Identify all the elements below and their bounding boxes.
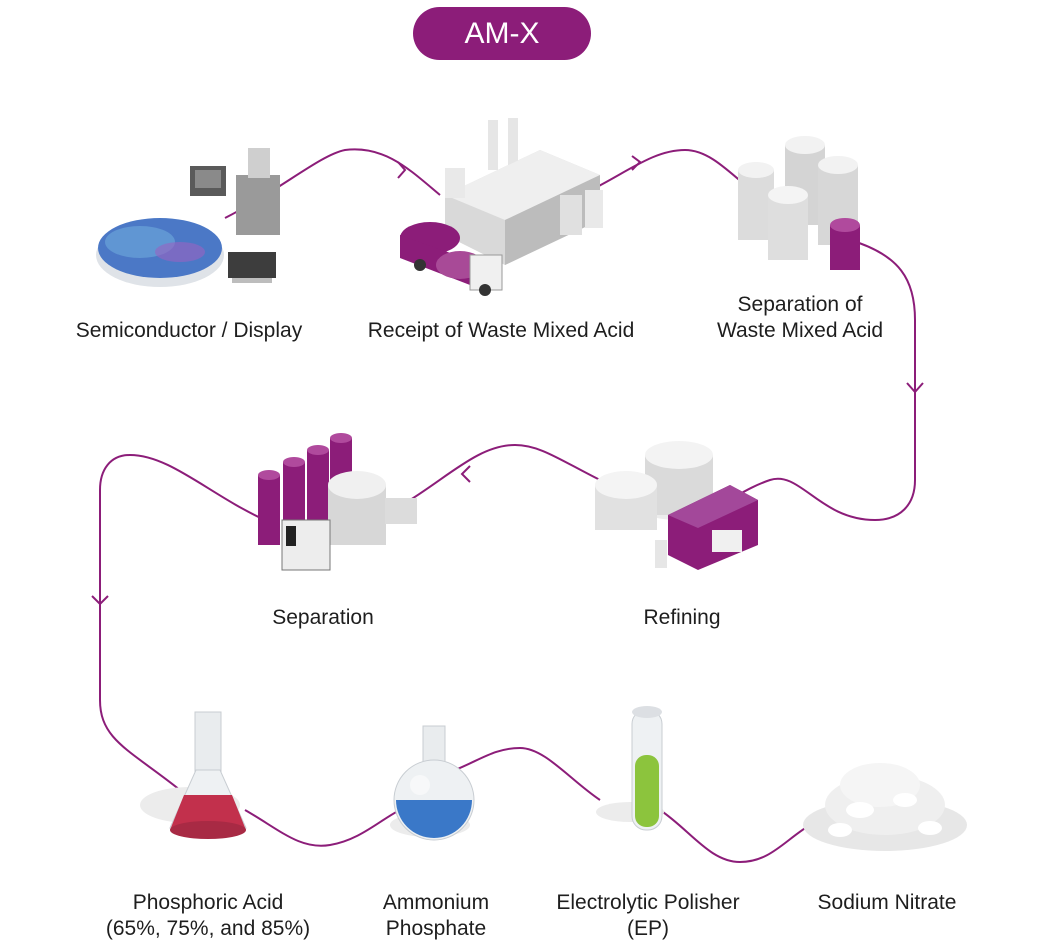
arrow-down-icon — [906, 382, 924, 394]
tanks-icon — [738, 136, 860, 270]
round-flask-icon — [390, 725, 475, 841]
step-label-receipt: Receipt of Waste Mixed Acid — [367, 319, 635, 342]
product-label-sodium-nitrate: Sodium Nitrate — [817, 891, 957, 914]
flow-line — [99, 148, 916, 864]
factory-truck-icon — [400, 118, 603, 296]
product-label-ammonium-phosphate: Ammonium Phosphate — [382, 891, 490, 940]
step-label-semiconductor: Semiconductor / Display — [75, 319, 303, 342]
test-tube-icon — [596, 706, 664, 831]
erlenmeyer-flask-icon — [140, 711, 247, 839]
arrow-down-icon — [91, 595, 109, 606]
step-label-separation: Separation — [272, 606, 374, 629]
step-label-separation-waste: Separation of Waste Mixed Acid — [716, 293, 884, 342]
arrow-down-icon — [397, 161, 407, 179]
diagram-title: AM-X — [413, 7, 591, 60]
separator-plant-icon — [258, 433, 417, 571]
refinery-icon — [595, 441, 758, 570]
wafer-chip-icon — [96, 148, 280, 287]
crystal-pile-icon — [803, 763, 967, 851]
product-label-phosphoric-acid: Phosphoric Acid (65%, 75%, and 85%) — [105, 891, 311, 940]
arrow-right-icon — [631, 155, 642, 171]
arrow-left-icon — [460, 465, 471, 483]
product-label-electrolytic-polisher: Electrolytic Polisher (EP) — [556, 891, 740, 940]
step-label-refining: Refining — [643, 606, 721, 629]
